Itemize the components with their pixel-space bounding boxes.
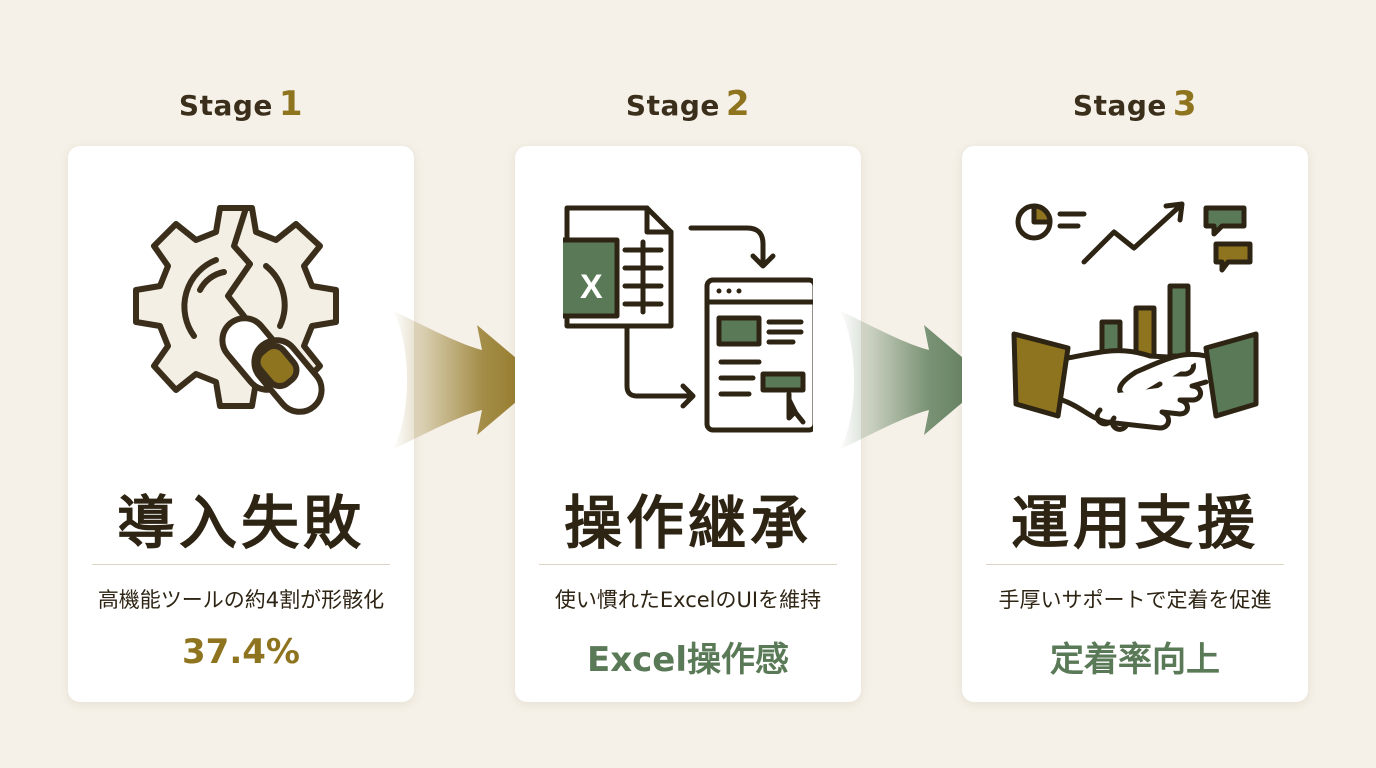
stage-1-stat: 37.4% <box>182 632 300 672</box>
arrow-right-icon <box>839 310 989 450</box>
handshake-growth-icon <box>1011 201 1259 432</box>
arrow-right-icon <box>392 310 542 450</box>
stage-1-description: 高機能ツールの約4割が形骸化 <box>97 588 385 612</box>
stage-2-card: X 操作継承 使い慣れたExcelのUIを維持 Excel操作感 <box>515 146 861 702</box>
stage-2-title: 操作継承 <box>563 489 812 557</box>
excel-to-ui-icon: X <box>563 205 813 433</box>
stage-2-divider <box>539 564 837 565</box>
stage-2-description: 使い慣れたExcelのUIを維持 <box>554 588 822 612</box>
stage-3-number: 3 <box>1172 84 1198 124</box>
stage-3-stat: 定着率向上 <box>1050 640 1220 680</box>
stage-1-title: 導入失敗 <box>116 489 365 557</box>
stage-3-label-text: Stage <box>1072 89 1167 122</box>
stage-3-title: 運用支援 <box>1010 489 1259 557</box>
stage-1-divider <box>92 564 390 565</box>
stage-2-label-text: Stage <box>625 89 720 122</box>
stage-1-number: 1 <box>278 84 304 124</box>
stage-3-card: 運用支援 手厚いサポートで定着を促進 定着率向上 <box>962 146 1308 702</box>
stage-3-divider <box>986 564 1284 565</box>
stage-2-stat: Excel操作感 <box>586 640 790 680</box>
stage-1-label-text: Stage <box>178 89 273 122</box>
stage-2-number: 2 <box>725 84 751 124</box>
excel-x-glyph: X <box>580 268 603 306</box>
stage-3-description: 手厚いサポートで定着を促進 <box>998 588 1272 612</box>
stage-1-card: 導入失敗 高機能ツールの約4割が形骸化 37.4% <box>68 146 414 702</box>
broken-gear-icon <box>133 205 339 415</box>
